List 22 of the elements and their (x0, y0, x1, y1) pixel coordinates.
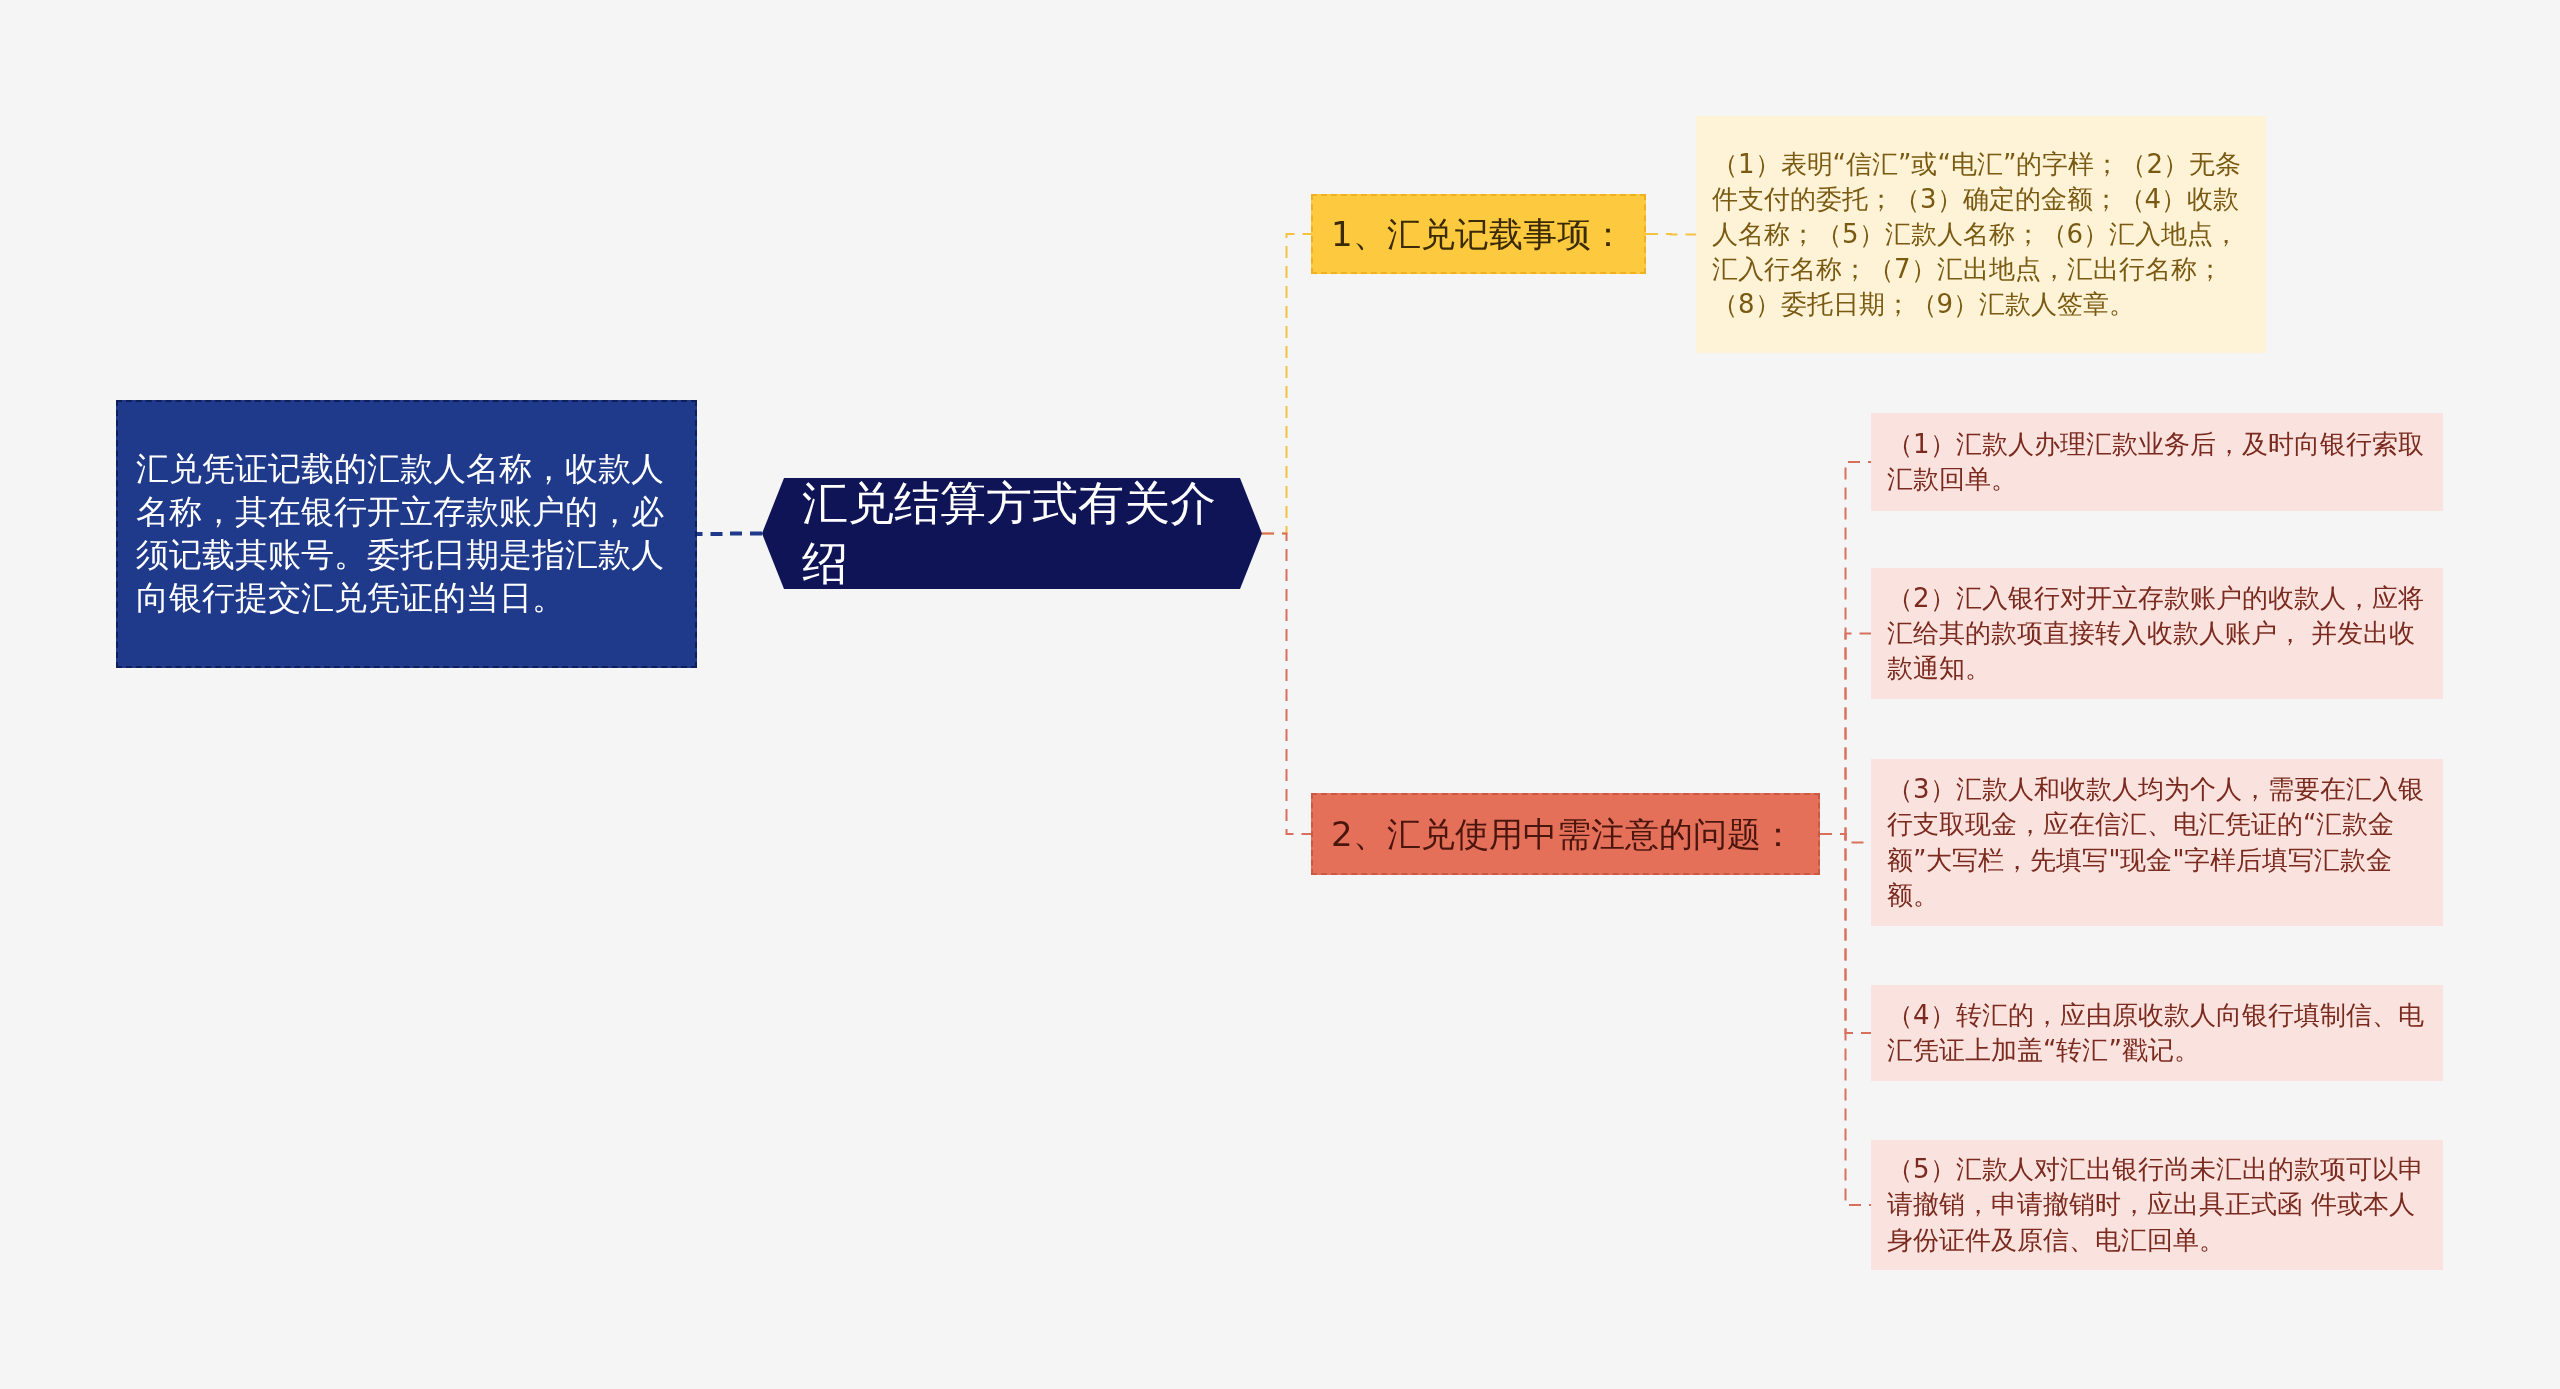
connector-line (1645, 233, 1697, 236)
detail-box (1696, 116, 2266, 353)
node-text: 1、汇兑记载事项： (1331, 212, 1625, 256)
detail-box (1871, 1140, 2443, 1270)
branch-box (1311, 793, 1820, 875)
node-text: 汇兑结算方式有关介绍 (802, 474, 1217, 592)
node-text: 2、汇兑使用中需注意的问题： (1331, 812, 1795, 856)
node-text: 汇兑凭证记载的汇款人名称，收款人名称，其在银行开立存款账户的，必须记载其账号。委托日期是指汇款人向银行提交汇兑凭证的当日。 (136, 448, 665, 619)
node-text: （1）汇款人办理汇款业务后，及时向银行索取汇款回单。 (1887, 427, 2425, 496)
connector-line (697, 531, 762, 536)
detail-box (1871, 985, 2443, 1081)
topic-hexagon (762, 478, 1262, 589)
note-box (116, 400, 697, 668)
connector-line (1261, 532, 1312, 835)
node-text: （5）汇款人对汇出银行尚未汇出的款项可以申请撤销，申请撤销时，应出具正式函 件或本人身份证件及原信、电汇回单。 (1887, 1153, 2425, 1257)
detail-box (1871, 568, 2443, 699)
node-text: （4）转汇的，应由原收款人向银行填制信、电汇凭证上加盖“转汇”戳记。 (1887, 998, 2425, 1067)
node-text: （3）汇款人和收款人均为个人，需要在汇入银行支取现金，应在信汇、电汇凭证的“汇款金额”大写栏，先填写"现金"字样后填写汇款金额。 (1887, 773, 2425, 912)
branch-box (1311, 194, 1646, 274)
detail-box (1871, 413, 2443, 511)
node-text: （2）汇入银行对开立存款账户的收款人，应将汇给其的款项直接转入收款人账户， 并发出收款通知。 (1887, 581, 2425, 686)
node-text: （1）表明“信汇”或“电汇”的字样；（2）无条件支付的委托；（3）确定的金额；（4）收款人名称；（5）汇款人名称；（6）汇入地点，汇入行名称；（7）汇出地点，汇出行名称；（8）委托日期；（9）汇款人签章。 (1712, 147, 2242, 322)
